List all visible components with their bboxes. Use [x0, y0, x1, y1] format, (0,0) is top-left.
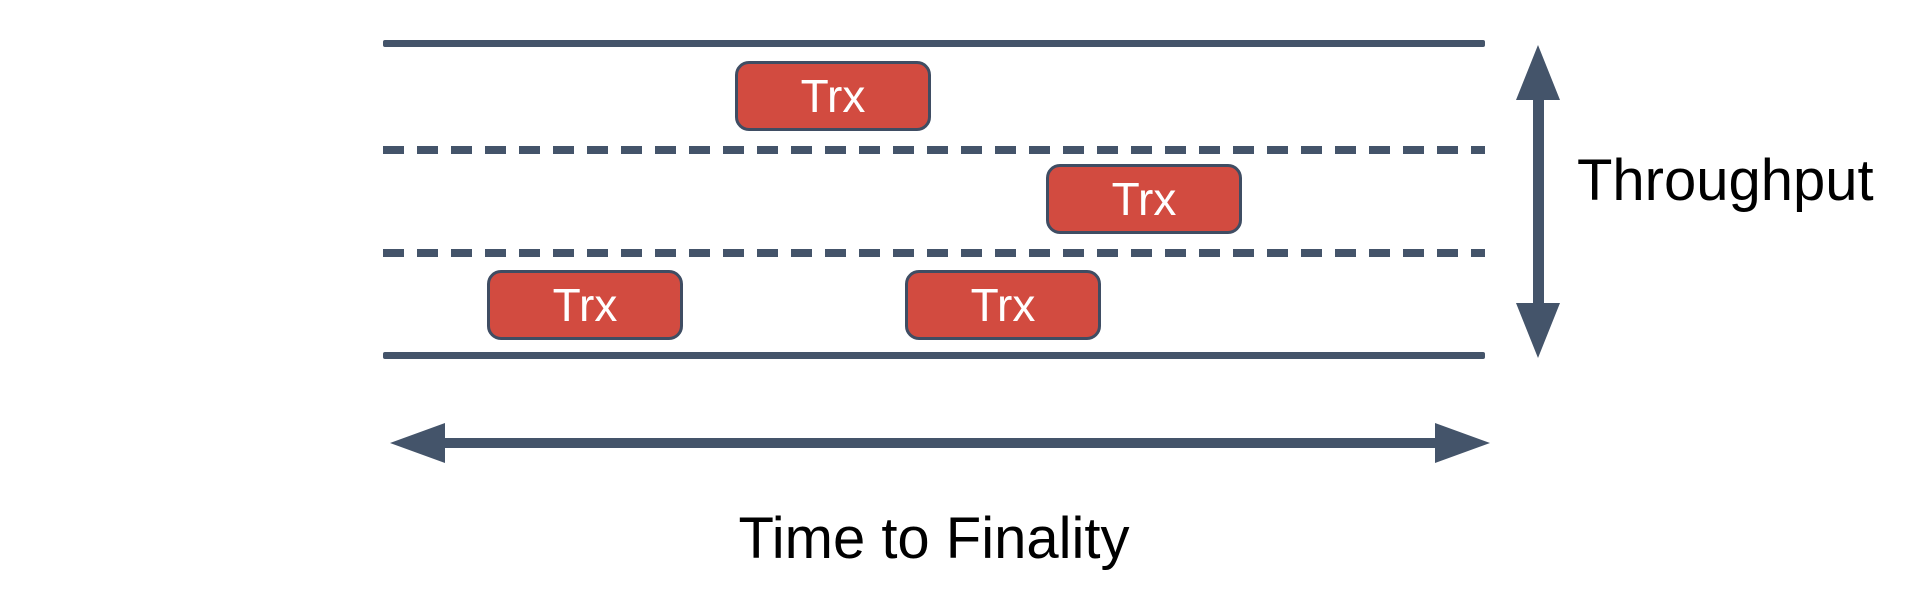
throughput-label: Throughput [1577, 148, 1874, 213]
trx-box-bottom-lane-left: Trx [487, 270, 683, 340]
road-top-edge-line [383, 40, 1485, 47]
throughput-arrow-shaft [1533, 88, 1544, 326]
trx-box-bottom-lane-right: Trx [905, 270, 1101, 340]
arrow-left-head-icon [390, 423, 445, 463]
trx-box-middle-lane: Trx [1046, 164, 1242, 234]
trx-label: Trx [552, 279, 618, 331]
trx-label: Trx [970, 279, 1036, 331]
arrow-right-head-icon [1435, 423, 1490, 463]
time-arrow-shaft [440, 438, 1440, 448]
lane-divider-dashed-line-1 [383, 146, 1485, 154]
time-to-finality-label: Time to Finality [738, 506, 1130, 571]
trx-label: Trx [800, 70, 866, 122]
trx-box-top-lane: Trx [735, 61, 931, 131]
trx-label: Trx [1111, 173, 1177, 225]
lane-divider-dashed-line-2 [383, 249, 1485, 257]
road-bottom-edge-line [383, 352, 1485, 359]
arrow-down-head-icon [1516, 303, 1560, 358]
